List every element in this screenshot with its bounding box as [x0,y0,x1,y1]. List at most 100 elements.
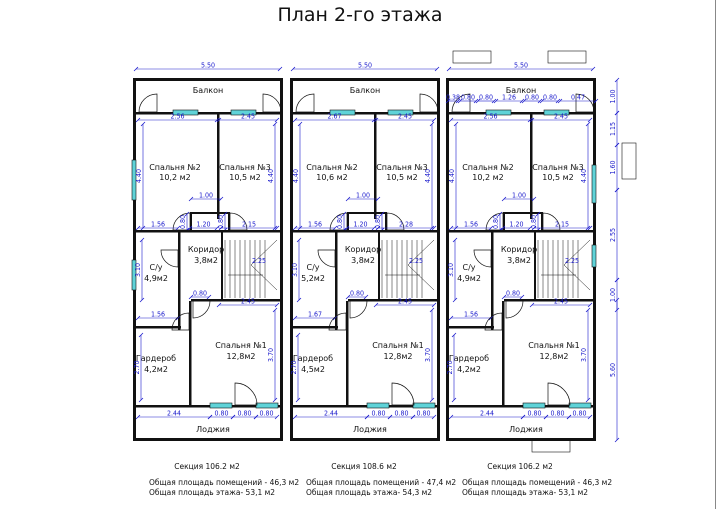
dimension-tick [363,294,369,300]
loggia-label: Лоджия [509,425,543,434]
dimension-tick [614,142,620,148]
wall [133,78,283,81]
wall [449,112,593,115]
dimension-tick [295,397,301,403]
bedroom-1-area: 12,8м2 [384,352,413,361]
bedroom-3-area: 10,5 м2 [542,173,573,182]
bedroom-2-name: Спальня №2 [462,163,514,172]
dimension-tick [475,98,481,104]
wall [293,326,338,329]
dimension-label: 0.80 [374,215,382,229]
dimension-label: 2.70 [446,360,454,374]
dimension-tick [537,98,543,104]
window [230,109,257,116]
dimension-tick [587,414,593,420]
dimension-tick [344,225,350,231]
dimension-tick [341,211,347,217]
door-swing [473,249,492,268]
wall [228,212,230,232]
dimension-tick [272,307,278,313]
door-swing [160,249,179,268]
dimension-tick [566,414,572,420]
corridor-area: 3,8м2 [507,256,531,265]
dimension-tick [587,302,593,308]
wall [136,326,181,329]
wall [348,299,437,302]
dimension-tick [345,294,351,300]
wall [374,114,377,219]
dimension-tick [375,196,381,202]
dimension-tick [214,117,220,123]
window [131,159,137,201]
sheet-border [715,0,716,509]
wall [378,232,380,300]
dimension-tick [140,121,146,127]
wall [385,212,387,232]
dimension-tick [139,297,145,303]
wall [335,232,338,330]
dimension-tick [138,332,144,338]
dimension-label: 0.80 [416,410,430,418]
title-stamp [547,50,587,64]
wall [290,438,440,441]
wall [446,78,449,441]
wall [221,232,223,300]
window [172,109,199,116]
dimension-label: 2.15 [555,221,569,229]
dimension-label: 1.56 [464,221,478,229]
wall [293,405,437,408]
wardrobe-area: 4,2м2 [144,365,168,374]
wall [191,299,280,302]
wall [541,212,543,232]
wall [136,405,280,408]
dimension-tick [187,225,193,231]
door-swing [262,93,282,113]
dimension-label: 0.80 [550,410,564,418]
dimension-tick [218,225,224,231]
wall [178,232,181,330]
dimension-label: 1.56 [308,221,322,229]
dimension-tick [445,98,451,104]
dimension-label: 0.80 [193,290,207,298]
dimension-tick [216,117,222,123]
wardrobe-area: 4,2м2 [457,365,481,374]
dimension-label: 3.70 [580,348,588,362]
dimension-label: 3.70 [424,348,432,362]
dimension-label: 1.20 [509,221,523,229]
dimension-label: 1.67 [308,311,322,319]
door-swing [485,212,504,231]
dimension-label: 0.80 [479,94,493,102]
dimension-tick [292,225,298,231]
window [568,402,592,409]
dimension-tick [218,196,224,202]
section-area: Секция 106.2 м2 [487,462,553,471]
dimension-tick [587,225,593,231]
bedroom-2-name: Спальня №2 [306,163,358,172]
door-swing [451,93,471,113]
dimension-tick [446,66,452,72]
section-area: Секция 106.2 м2 [174,462,240,471]
dimension-tick [501,196,507,202]
dimension-tick [453,121,459,127]
dimension-label: 2.56 [483,113,497,121]
dimension-tick [590,66,596,72]
dimension-label: 0.47 [571,94,585,102]
bedroom-3-area: 10,5 м2 [229,173,260,182]
dimension-label: 2.28 [399,221,413,229]
dimension-tick [135,414,141,420]
stair-winder [563,239,591,266]
door-swing [505,300,524,319]
dimension-tick [371,225,377,231]
bathroom-name: С/у [149,263,162,272]
dimension-tick [497,211,503,217]
dimension-tick [585,397,591,403]
dimension-label: 4.40 [135,169,143,183]
wall [190,212,192,232]
dimension-label: 0.80 [492,215,500,229]
wall [491,232,494,330]
stairs-dimension: 2.25 [252,257,266,265]
door-swing [328,312,347,331]
rooms-area: Общая площадь помещений - 47,4 м2 [306,478,456,487]
dimension-tick [614,110,620,116]
dimension-tick [543,414,549,420]
